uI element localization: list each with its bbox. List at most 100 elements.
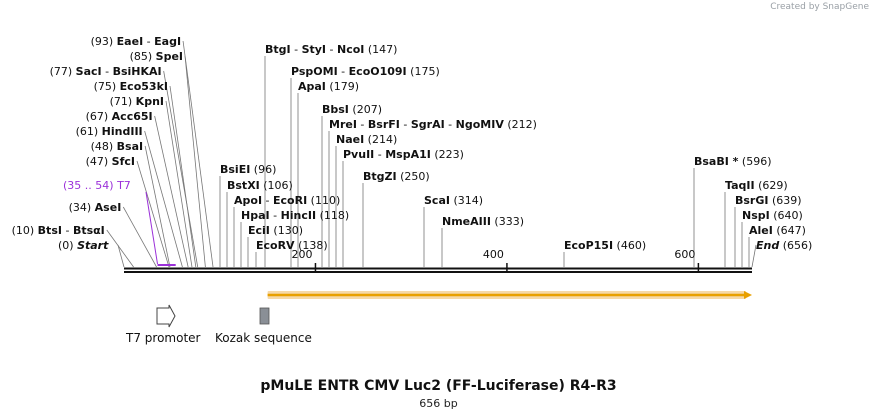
primer-range: (35 .. 54) (63, 179, 117, 192)
enzyme-cut-position: (93) (91, 35, 117, 48)
enzyme-label: (85) SpeI (130, 50, 183, 63)
enzyme-name: HindIII (102, 125, 143, 138)
axis-tick-label: 400 (483, 248, 504, 261)
enzyme-name: SpeI (156, 50, 183, 63)
enzyme-name: KpnI (136, 95, 164, 108)
enzyme-label: (34) AseI (69, 201, 122, 214)
kozak-sequence-icon (259, 307, 270, 325)
enzyme-cut-position: (639) (768, 194, 801, 207)
enzyme-name: SgrAI (411, 118, 445, 131)
enzyme-cut-position: - (270, 209, 281, 222)
enzyme-name: StyI (302, 43, 326, 56)
enzyme-name: Acc65I (112, 110, 153, 123)
enzyme-label: NmeAIII (333) (442, 215, 524, 228)
enzyme-cut-position: (250) (397, 170, 430, 183)
enzyme-name: BsaBI * (694, 155, 739, 168)
enzyme-name: BtsαI (73, 224, 105, 237)
enzyme-label: (10) BtsI - BtsαI (12, 224, 105, 237)
enzyme-label: BtgZI (250) (363, 170, 430, 183)
enzyme-name: BtgZI (363, 170, 397, 183)
end-leader (751, 244, 757, 268)
enzyme-name: NcoI (337, 43, 364, 56)
enzyme-name: Eco53kI (120, 80, 168, 93)
enzyme-cut-position: - (326, 43, 337, 56)
enzyme-cut-position: (106) (260, 179, 293, 192)
sequence-map: (10) BtsI - BtsαI(34) AseI(47) SfcI(48) … (12, 35, 813, 345)
enzyme-name: NgoMIV (456, 118, 505, 131)
enzyme-label: NaeI (214) (336, 133, 397, 146)
enzyme-label: EciI (130) (248, 224, 303, 237)
enzyme-name: EcoO109I (349, 65, 407, 78)
enzyme-label: PvuII - MspA1I (223) (343, 148, 464, 161)
enzyme-name: EcoRV (256, 239, 295, 252)
enzyme-name: MreI (329, 118, 357, 131)
enzyme-cut-position: - (262, 194, 273, 207)
enzyme-label: (75) Eco53kI (94, 80, 168, 93)
enzyme-leader (136, 160, 170, 268)
enzyme-cut-position: - (291, 43, 302, 56)
enzyme-leader-lines (106, 40, 757, 268)
enzyme-leader (184, 55, 206, 268)
start-marker: (0) Start (58, 239, 109, 252)
enzyme-leader (182, 40, 214, 268)
enzyme-label: MreI - BsrFI - SgrAI - NgoMIV (212) (329, 118, 537, 131)
enzyme-cut-position: (629) (755, 179, 788, 192)
primer-name: T7 (116, 179, 131, 192)
enzyme-leader (144, 145, 171, 268)
enzyme-cut-position: - (374, 148, 385, 161)
enzyme-label: EcoRV (138) (256, 239, 328, 252)
enzyme-cut-position: (314) (450, 194, 483, 207)
enzyme-cut-position: - (400, 118, 411, 131)
enzyme-name: NspI (742, 209, 770, 222)
enzyme-cut-position: (333) (491, 215, 524, 228)
enzyme-leader (163, 70, 199, 268)
enzyme-name: AseI (95, 201, 122, 214)
enzyme-name: EcoP15I (564, 239, 613, 252)
axis-tick-label: 200 (291, 248, 312, 261)
enzyme-cut-position: (34) (69, 201, 95, 214)
enzyme-name: HpaI (241, 209, 270, 222)
enzyme-label: HpaI - HincII (118) (241, 209, 349, 222)
enzyme-cut-position: (118) (316, 209, 349, 222)
enzyme-cut-position: (596) (738, 155, 771, 168)
enzyme-label: BtgI - StyI - NcoI (147) (265, 43, 397, 56)
enzyme-cut-position: (67) (86, 110, 112, 123)
enzyme-leader (154, 115, 189, 268)
enzyme-label: (67) Acc65I (86, 110, 153, 123)
enzyme-cut-position: (640) (770, 209, 803, 222)
enzyme-leader (144, 130, 183, 268)
enzyme-cut-position: (175) (407, 65, 440, 78)
map-title: pMuLE ENTR CMV Luc2 (FF-Luciferase) R4-R… (260, 378, 617, 394)
enzyme-label: (93) EaeI - EagI (91, 35, 181, 48)
enzyme-label: BsrGI (639) (735, 194, 802, 207)
enzyme-labels: (10) BtsI - BtsαI(34) AseI(47) SfcI(48) … (12, 35, 813, 252)
enzyme-cut-position: (212) (504, 118, 537, 131)
enzyme-name: TaqII (725, 179, 755, 192)
enzyme-label: BsaBI * (596) (694, 155, 772, 168)
enzyme-name: SfcI (112, 155, 135, 168)
enzyme-cut-position: (75) (94, 80, 120, 93)
enzyme-cut-position: (460) (613, 239, 646, 252)
enzyme-cut-position: (47) (86, 155, 112, 168)
enzyme-label: EcoP15I (460) (564, 239, 646, 252)
enzyme-label: TaqII (629) (725, 179, 788, 192)
enzyme-name: EciI (248, 224, 270, 237)
start-leader (117, 244, 125, 268)
t7-promoter-icon (156, 304, 176, 328)
enzyme-name: BsrGI (735, 194, 768, 207)
enzyme-label: ApaI (179) (298, 80, 359, 93)
enzyme-label: NspI (640) (742, 209, 803, 222)
enzyme-name: ApoI (234, 194, 262, 207)
enzyme-name: ScaI (424, 194, 450, 207)
enzyme-name: BsiEI (220, 163, 250, 176)
enzyme-cut-position: (85) (130, 50, 156, 63)
enzyme-name: BsaI (117, 140, 143, 153)
enzyme-cut-position: (207) (349, 103, 382, 116)
enzyme-cut-position: - (102, 65, 113, 78)
enzyme-cut-position: (647) (773, 224, 806, 237)
enzyme-cut-position: - (357, 118, 368, 131)
enzyme-name: BsiHKAI (113, 65, 162, 78)
enzyme-cut-position: (138) (295, 239, 328, 252)
enzyme-name: HincII (281, 209, 317, 222)
enzyme-leader (169, 85, 197, 268)
